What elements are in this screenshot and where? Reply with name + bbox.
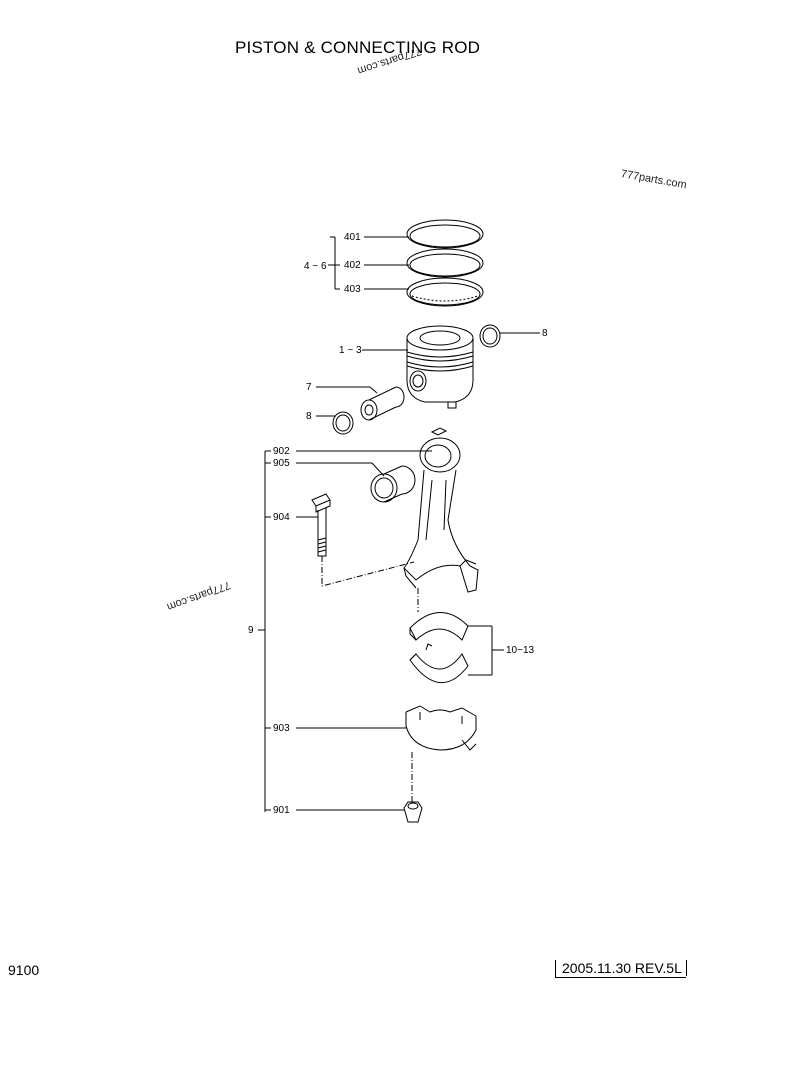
label-10-13: 10~13: [506, 645, 535, 656]
small-end-bushing: [370, 465, 416, 503]
connecting-rod: [403, 427, 479, 593]
label-8-left: 8: [306, 411, 312, 422]
piston-pin: [360, 386, 405, 421]
label-403: 403: [344, 284, 361, 295]
page-title: PISTON & CONNECTING ROD: [235, 38, 481, 57]
label-402: 402: [344, 260, 361, 271]
label-905: 905: [273, 458, 290, 469]
piston-ring-401: [406, 219, 484, 249]
bearing-lower: [409, 643, 469, 683]
label-4-6: 4 ~ 6: [304, 261, 327, 272]
rod-nut: [403, 801, 423, 823]
rod-bolt: [311, 493, 331, 557]
page-number: 9100: [8, 962, 40, 978]
revision-box: 2005.11.30 REV.5L: [555, 960, 687, 978]
label-903: 903: [273, 723, 290, 734]
snap-ring-right: [479, 324, 501, 348]
label-8-right: 8: [542, 328, 548, 339]
label-904: 904: [273, 512, 290, 523]
rod-cap: [405, 705, 477, 751]
piston-ring-403: [406, 277, 484, 307]
label-1-3: 1 ~ 3: [339, 345, 362, 356]
bolt-leader: [321, 556, 415, 587]
label-902: 902: [273, 446, 290, 457]
piston-ring-402: [406, 248, 484, 278]
label-7: 7: [306, 382, 312, 393]
leader-lines: [258, 236, 540, 812]
snap-ring-left: [332, 411, 354, 435]
label-901: 901: [273, 805, 290, 816]
piston: [406, 325, 474, 409]
bearing-upper: [409, 612, 469, 641]
label-9: 9: [248, 625, 254, 636]
label-401: 401: [344, 232, 361, 243]
